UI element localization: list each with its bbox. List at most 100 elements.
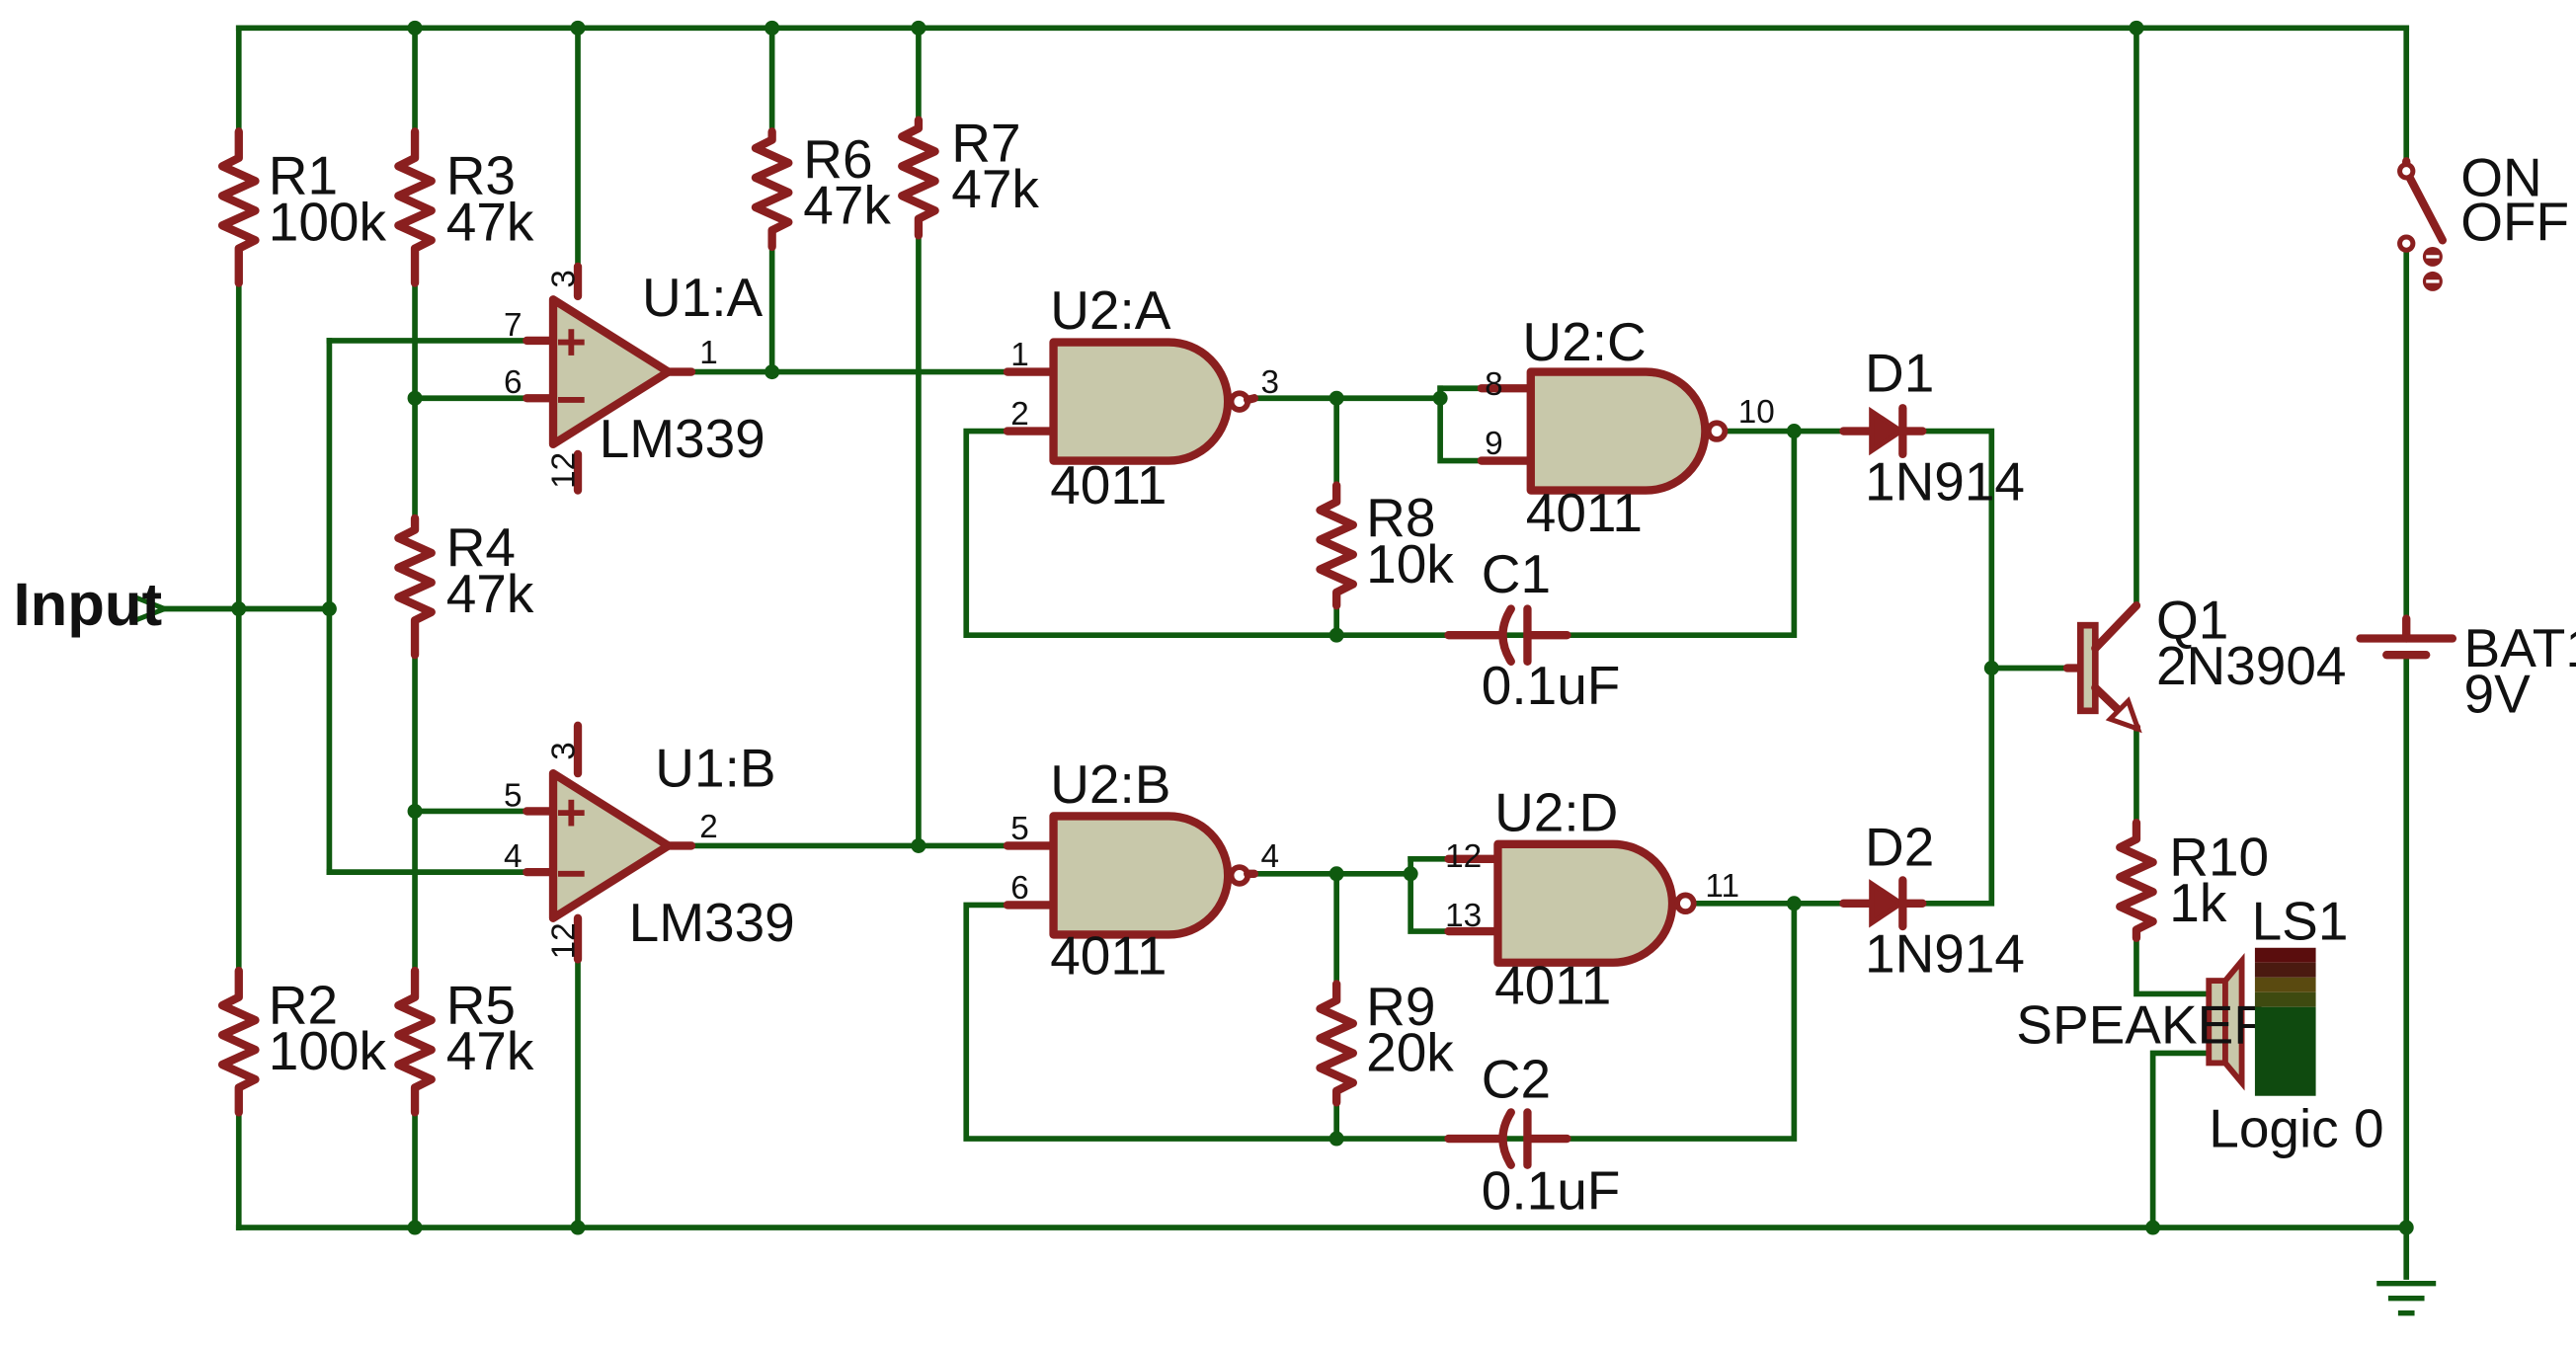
u2c-value: 4011	[1526, 482, 1643, 543]
u1b-pin-gnd: 12	[546, 922, 583, 959]
ls1-state: Logic 0	[2209, 1097, 2383, 1158]
junction-dot	[407, 1220, 423, 1235]
switch-on-label: ON	[2460, 146, 2541, 207]
comparator-u1b: 5 4 2 3 12 U1:B LM339	[504, 721, 795, 964]
u1a-pin-gnd: 12	[546, 452, 583, 489]
r5-value: 47k	[446, 1020, 534, 1081]
u2d-value: 4011	[1494, 954, 1611, 1015]
u2b-pin-out: 4	[1261, 838, 1280, 875]
d1-value: 1N914	[1865, 451, 2025, 513]
r5-ref: R5	[446, 974, 516, 1035]
junction-dot	[1983, 661, 1999, 675]
junction-dot	[1786, 424, 1802, 439]
transistor-q1: Q1 2N3904	[2062, 590, 2347, 734]
u2b-pin-in2: 6	[1010, 870, 1029, 907]
r2-ref: R2	[269, 974, 338, 1035]
junction-dot	[1328, 1131, 1344, 1147]
u1b-value: LM339	[629, 892, 795, 953]
nand-gate-u2b: 5 6 4 U2:B 4011	[1003, 753, 1280, 986]
c2-ref: C2	[1482, 1048, 1551, 1109]
level-segment	[2254, 977, 2316, 992]
resistor-r1: R1 100k	[217, 127, 387, 287]
speaker-ls1: SPEAKER LS1 Logic 0	[2016, 890, 2383, 1158]
ls1-label: SPEAKER	[2016, 993, 2273, 1055]
comparator-u1a: 7 6 1 3 12 U1:A LM339	[504, 262, 765, 495]
u2c-ref: U2:C	[1522, 311, 1646, 372]
junction-dot	[911, 837, 926, 853]
r3-value: 47k	[446, 191, 534, 252]
junction-dot	[2398, 1220, 2414, 1235]
u2b-value: 4011	[1050, 924, 1167, 986]
resistor-r5: R5 47k	[394, 966, 534, 1117]
u1a-value: LM339	[600, 408, 765, 469]
c1-ref: C1	[1482, 543, 1551, 604]
resistor-r3: R3 47k	[394, 127, 534, 287]
r9-value: 20k	[1366, 1022, 1454, 1083]
u2d-pin-in2: 13	[1445, 898, 1482, 934]
resistor-r10: R10 1k	[2116, 818, 2269, 942]
junction-dot	[2129, 20, 2144, 36]
u1a-pin-vcc: 3	[546, 270, 583, 288]
r7-ref: R7	[951, 112, 1020, 173]
junction-dot	[1786, 896, 1802, 911]
d2-ref: D2	[1865, 816, 1934, 877]
junctions	[231, 20, 2414, 1235]
battery-bat1: BAT1 9V	[2356, 614, 2576, 724]
q1-value: 2N3904	[2156, 635, 2347, 696]
level-segment	[2254, 947, 2316, 963]
capacitor-c1: C1 0.1uF	[1444, 543, 1621, 716]
junction-dot	[1403, 866, 1418, 882]
level-segment	[2254, 991, 2316, 1007]
junction-dot	[1328, 627, 1344, 643]
capacitor-c2: C2 0.1uF	[1444, 1048, 1620, 1222]
c1-value: 0.1uF	[1482, 655, 1621, 716]
junction-dot	[407, 20, 423, 36]
r10-ref: R10	[2169, 826, 2269, 887]
junction-dot	[1328, 866, 1344, 882]
r9-ref: R9	[1366, 976, 1435, 1037]
junction-dot	[1328, 390, 1344, 406]
level-segment	[2254, 1006, 2316, 1096]
nand-gate-u2d: 12 13 11 U2:D 4011	[1444, 781, 1739, 1015]
junction-dot	[911, 20, 926, 36]
resistor-r7: R7 47k	[898, 112, 1039, 240]
resistor-r9: R9 20k	[1316, 976, 1454, 1107]
u2d-ref: U2:D	[1494, 781, 1618, 842]
u1b-pin-vcc: 3	[546, 742, 583, 760]
junction-dot	[2145, 1220, 2161, 1235]
u2c-pin-out: 10	[1738, 394, 1775, 431]
r8-value: 10k	[1366, 533, 1454, 594]
junction-dot	[570, 20, 586, 36]
switch-off-label: OFF	[2460, 191, 2569, 252]
r4-value: 47k	[446, 563, 534, 624]
u1b-ref: U1:B	[655, 737, 775, 798]
diode-d1: D1 1N914	[1839, 343, 2025, 513]
u2d-pin-out: 11	[1705, 868, 1739, 905]
r3-ref: R3	[446, 145, 516, 206]
level-segment	[2254, 962, 2316, 978]
resistor-r2: R2 100k	[217, 966, 387, 1117]
resistor-r8: R8 10k	[1316, 481, 1454, 610]
d1-ref: D1	[1865, 343, 1934, 404]
input-label: Input	[13, 571, 162, 639]
u2a-pin-out: 3	[1261, 364, 1280, 401]
r1-value: 100k	[269, 191, 387, 252]
ls1-ref: LS1	[2252, 890, 2349, 951]
input-terminal: Input	[13, 571, 172, 639]
u1b-pin-out: 2	[699, 809, 718, 845]
u2a-ref: U2:A	[1050, 279, 1171, 341]
u2b-pin-in1: 5	[1010, 811, 1029, 847]
diode-d2: D2 1N914	[1839, 816, 2025, 985]
junction-dot	[570, 1220, 586, 1235]
u1a-pin-minus: 6	[504, 364, 523, 401]
junction-dot	[765, 364, 780, 380]
r8-ref: R8	[1366, 487, 1435, 548]
d2-value: 1N914	[1865, 923, 2025, 985]
r2-value: 100k	[269, 1020, 387, 1081]
u1b-pin-minus: 4	[504, 838, 523, 875]
u2c-pin-in2: 9	[1485, 426, 1503, 462]
u1b-pin-plus: 5	[504, 777, 523, 814]
resistor-r4: R4 47k	[394, 514, 534, 660]
nand-gate-u2a: 1 2 3 U2:A 4011	[1003, 279, 1280, 515]
